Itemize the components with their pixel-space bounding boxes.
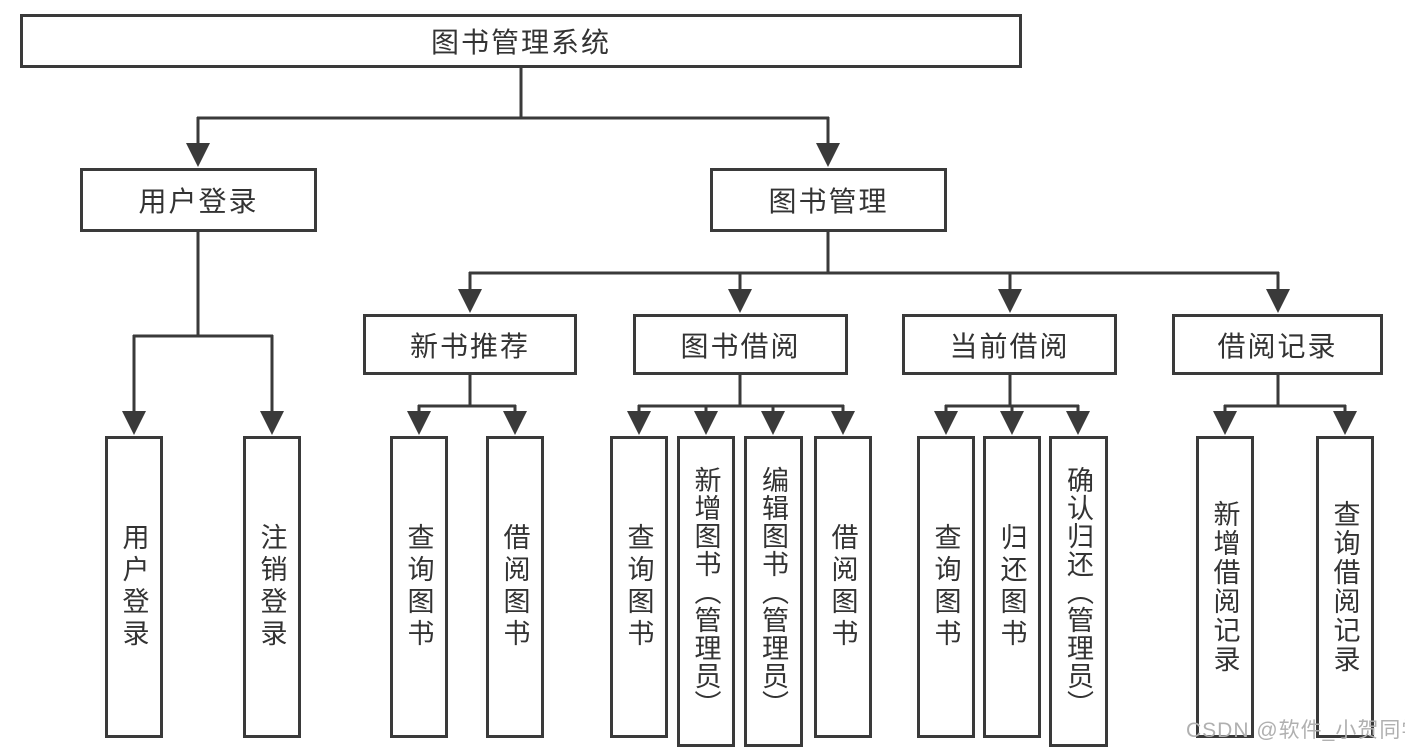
leaf-query-books-borrow-label: 查询图书 (623, 523, 654, 651)
connector-user-login-children (122, 231, 284, 435)
leaf-user-login: 用户登录 (105, 436, 163, 738)
node-root: 图书管理系统 (20, 14, 1022, 68)
leaf-confirm-return-admin-label: 确认归还（管理员） (1063, 465, 1093, 718)
leaf-borrow-books-label: 借阅图书 (827, 523, 858, 651)
leaf-borrow-books: 借阅图书 (814, 436, 872, 738)
watermark: CSDN @软件_小贺同学 (1186, 719, 1405, 742)
connector-book-management-children (458, 231, 1290, 313)
connector-new-book-children (407, 374, 527, 435)
leaf-add-book-admin-label: 新增图书（管理员） (690, 465, 721, 718)
leaf-query-books-borrow: 查询图书 (610, 436, 668, 738)
connector-current-borrow-children (934, 374, 1090, 435)
node-book-borrow-label: 图书借阅 (680, 330, 801, 362)
leaf-query-borrow-record: 查询借阅记录 (1316, 436, 1374, 738)
node-book-management-label: 图书管理 (768, 186, 889, 217)
leaf-query-books-recommend-label: 查询图书 (403, 523, 434, 651)
leaf-query-books-recommend: 查询图书 (390, 436, 448, 738)
leaf-logout: 注销登录 (243, 436, 301, 738)
connector-borrow-records-children (1213, 374, 1357, 435)
leaf-add-borrow-record: 新增借阅记录 (1196, 436, 1254, 738)
node-root-label: 图书管理系统 (430, 27, 611, 58)
leaf-confirm-return-admin: 确认归还（管理员） (1049, 436, 1108, 747)
connector-book-borrow-children (627, 374, 855, 435)
node-current-borrow-label: 当前借阅 (949, 330, 1070, 362)
node-book-management: 图书管理 (710, 168, 947, 232)
node-book-borrow: 图书借阅 (633, 314, 848, 375)
leaf-borrow-books-recommend: 借阅图书 (486, 436, 544, 738)
node-borrow-records-label: 借阅记录 (1217, 330, 1338, 362)
node-user-login-label: 用户登录 (138, 186, 259, 217)
leaf-return-book-label: 归还图书 (996, 523, 1027, 651)
leaf-logout-label: 注销登录 (256, 523, 287, 651)
leaf-query-borrow-record-label: 查询借阅记录 (1329, 500, 1360, 674)
leaf-query-books-current: 查询图书 (917, 436, 975, 738)
leaf-return-book: 归还图书 (983, 436, 1041, 738)
connector-root-to-level2 (186, 67, 840, 167)
node-new-book-recommend-label: 新书推荐 (409, 330, 530, 362)
leaf-query-books-current-label: 查询图书 (930, 523, 961, 651)
leaf-user-login-label: 用户登录 (118, 523, 149, 651)
node-new-book-recommend: 新书推荐 (363, 314, 577, 375)
leaf-edit-book-admin: 编辑图书（管理员） (744, 436, 803, 747)
node-current-borrow: 当前借阅 (902, 314, 1117, 375)
leaf-edit-book-admin-label: 编辑图书（管理员） (758, 465, 788, 718)
node-borrow-records: 借阅记录 (1172, 314, 1383, 375)
leaf-borrow-books-recommend-label: 借阅图书 (499, 523, 530, 651)
node-user-login: 用户登录 (80, 168, 317, 232)
leaf-add-book-admin: 新增图书（管理员） (677, 436, 735, 747)
leaf-add-borrow-record-label: 新增借阅记录 (1209, 500, 1240, 674)
